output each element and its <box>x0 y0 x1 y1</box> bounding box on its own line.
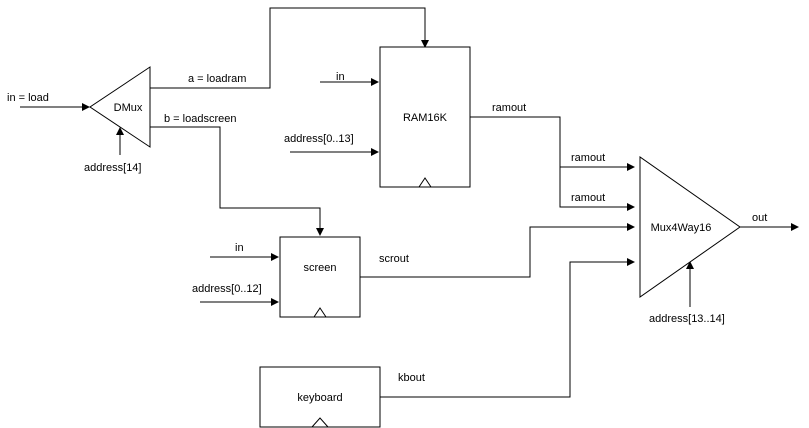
loadram-wire <box>150 7 429 89</box>
ramout-wire-b <box>559 167 635 211</box>
scrout-wire <box>360 223 635 278</box>
screen-address-label: address[0..12] <box>192 283 262 295</box>
kbout-wire <box>380 258 635 398</box>
address14-label: address[14] <box>84 162 141 174</box>
ram16k-block: RAM16K <box>379 46 471 188</box>
ram-in-label: in <box>336 71 345 83</box>
ram-address-label: address[0..13] <box>284 133 354 145</box>
keyboard-label: keyboard <box>297 392 342 404</box>
mux4way16-block: Mux4Way16 <box>639 156 741 298</box>
dmux-block: DMux <box>89 66 151 148</box>
mux-address-label: address[13..14] <box>649 313 725 325</box>
ramout-input-b-label: ramout <box>571 192 605 204</box>
mux4way16-label: Mux4Way16 <box>651 222 712 234</box>
loadscreen-wire <box>150 126 324 236</box>
ram16k-label: RAM16K <box>403 112 448 124</box>
screen-in-label: in <box>235 242 244 254</box>
keyboard-block: keyboard <box>259 366 381 428</box>
in-load-label: in = load <box>7 92 49 104</box>
screen-label: screen <box>303 262 336 274</box>
ramout-input-a-label: ramout <box>571 152 605 164</box>
out-label: out <box>752 212 767 224</box>
scrout-label: scrout <box>379 253 409 265</box>
dmux-label: DMux <box>114 102 143 114</box>
ramout-wire-a <box>470 116 635 171</box>
screen-block: screen <box>279 236 361 318</box>
kbout-label: kbout <box>398 372 425 384</box>
ram16k-clock-triangle <box>418 177 432 188</box>
ramout-output-label: ramout <box>492 102 526 114</box>
a-loadram-label: a = loadram <box>188 73 246 85</box>
b-loadscreen-label: b = loadscreen <box>164 113 236 125</box>
keyboard-clock-triangle <box>311 417 329 428</box>
screen-clock-triangle <box>313 307 327 318</box>
